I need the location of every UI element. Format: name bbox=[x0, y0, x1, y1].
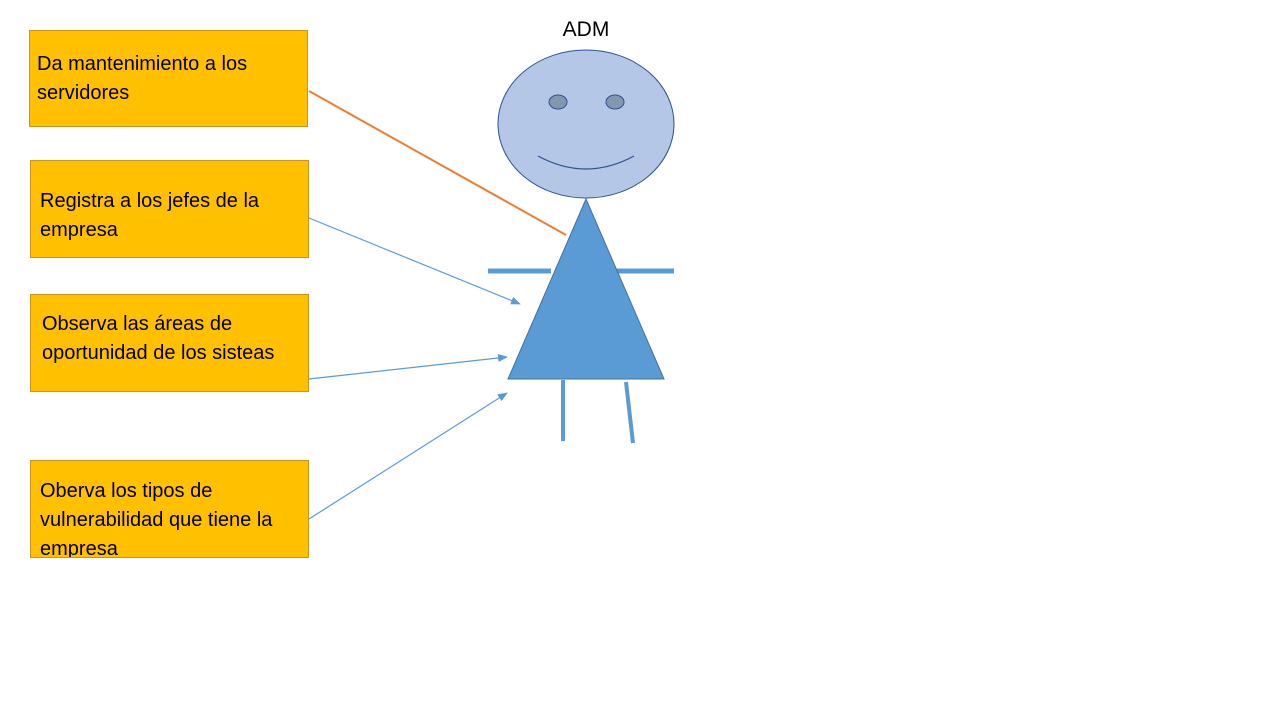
connector-arrow-vulnerabilities bbox=[308, 392, 508, 520]
actor-label: ADM bbox=[562, 18, 610, 41]
responsibility-box-opportunity-areas: Observa las áreas de oportunidad de los … bbox=[30, 294, 309, 392]
responsibility-text: Oberva los tipos de vulnerabilidad que t… bbox=[40, 480, 273, 558]
connector-arrow-register-bosses bbox=[308, 217, 521, 305]
figure-smile bbox=[537, 155, 635, 170]
figure-head bbox=[497, 49, 675, 199]
figure-right-leg bbox=[624, 381, 635, 444]
figure-left-eye bbox=[548, 94, 568, 110]
responsibility-text: Da mantenimiento a los servidores bbox=[37, 53, 248, 104]
responsibility-box-maintenance: Da mantenimiento a los servidores bbox=[29, 30, 308, 127]
figure-right-eye bbox=[605, 94, 625, 110]
responsibility-text: Registra a los jefes de la empresa bbox=[40, 190, 260, 241]
responsibility-box-vulnerabilities: Oberva los tipos de vulnerabilidad que t… bbox=[30, 460, 309, 558]
responsibility-text: Observa las áreas de oportunidad de los … bbox=[42, 313, 275, 364]
responsibility-box-register-bosses: Registra a los jefes de la empresa bbox=[30, 160, 309, 258]
figure-body-triangle bbox=[507, 197, 665, 380]
connector-arrow-opportunity-areas bbox=[308, 354, 508, 380]
connector-line-maintenance bbox=[308, 90, 567, 236]
